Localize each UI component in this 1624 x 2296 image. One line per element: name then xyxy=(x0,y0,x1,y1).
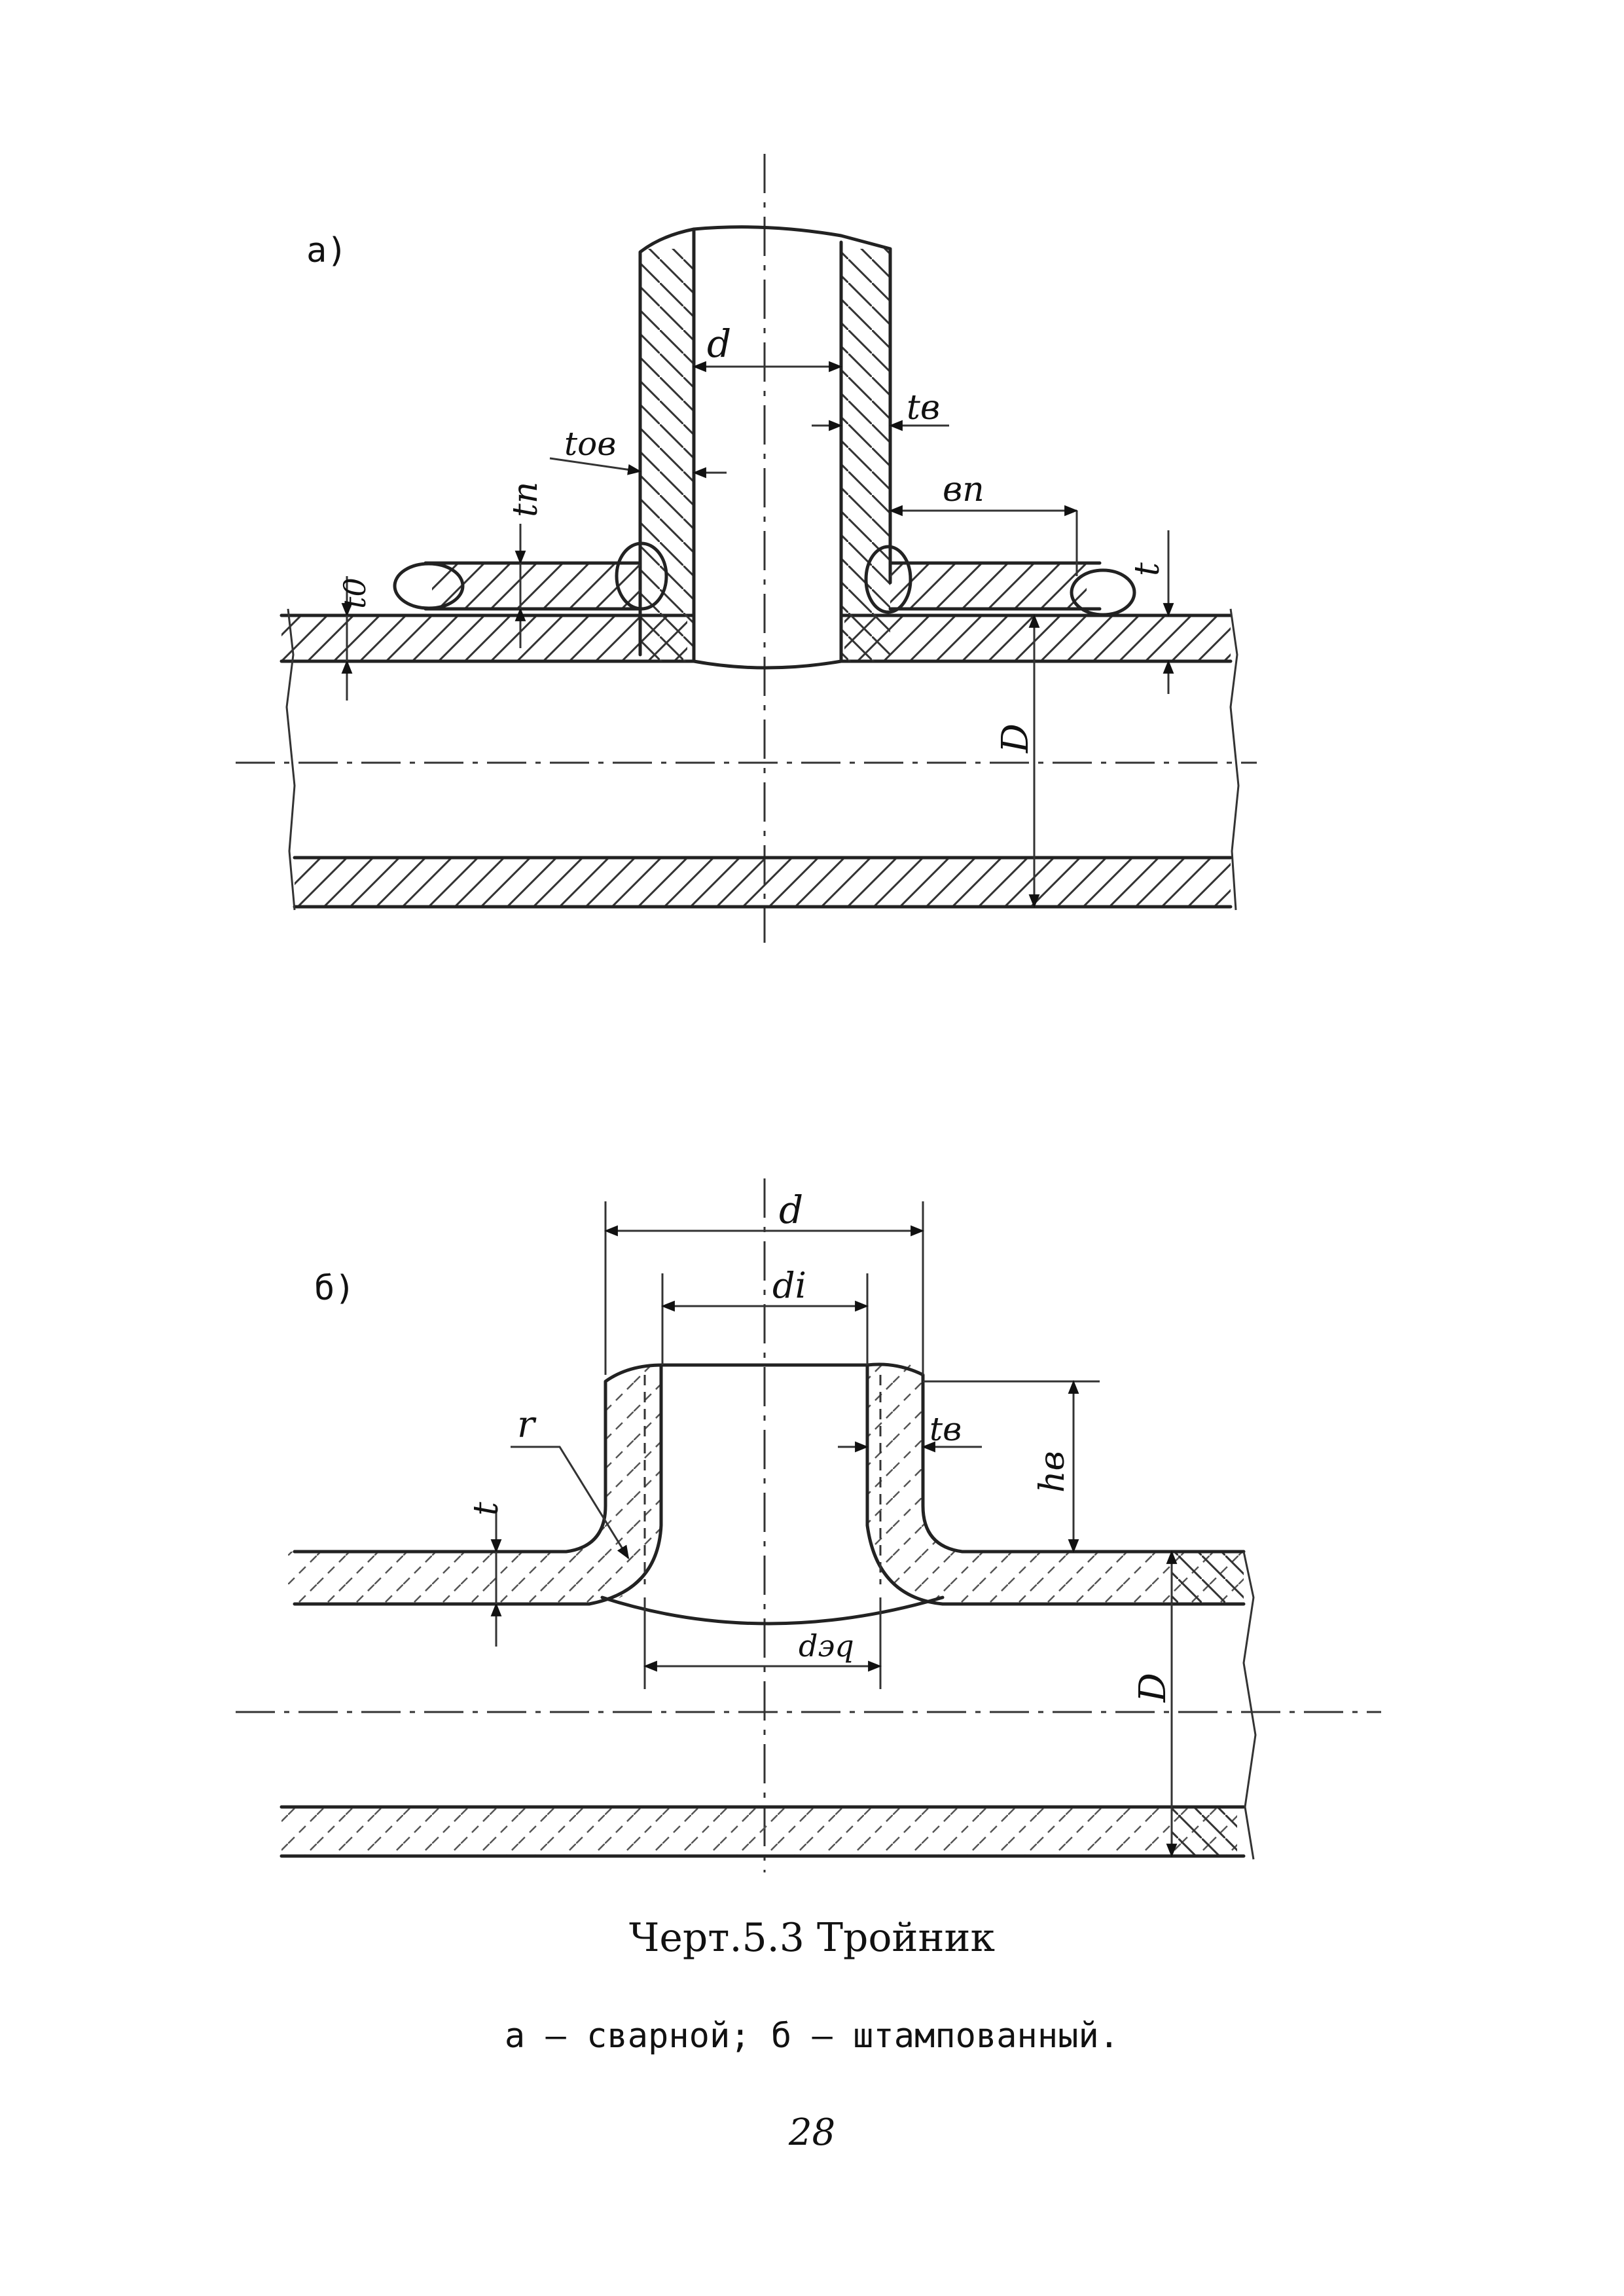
dim-hb-label: hв xyxy=(1033,1451,1072,1493)
dim-di-label: di xyxy=(772,1265,806,1306)
dim-t-label: t xyxy=(1128,562,1167,576)
dim-r-label: r xyxy=(517,1404,537,1446)
weld-bead-branch-left xyxy=(615,541,668,611)
dim-tn-label: tп xyxy=(506,482,545,517)
weld-bead-branch-right xyxy=(864,545,912,614)
figure-a: а) xyxy=(236,154,1257,943)
figure-b: б) d di xyxy=(236,1178,1381,1872)
formed-wall-left xyxy=(288,1365,661,1604)
weld-bead-pad-left xyxy=(393,562,465,610)
dim-tb-label-b: tв xyxy=(929,1410,962,1448)
dim-tob-label: tов xyxy=(564,425,616,463)
figure-caption-title: Черт.5.3 Тройник xyxy=(628,1915,996,1961)
dim-d-label-b: d xyxy=(779,1188,803,1232)
reinforcing-pad-right xyxy=(890,563,1087,609)
dim-D-label-b: D xyxy=(1132,1673,1174,1703)
dim-deq-label: dэq xyxy=(799,1628,854,1664)
dim-t-label-b: t xyxy=(467,1502,506,1516)
figure-caption-subtitle: а – сварной; б – штампованный. xyxy=(504,2016,1120,2056)
dim-D-label: D xyxy=(994,723,1037,754)
pipe-break-right-b xyxy=(1242,1551,1257,1860)
figure-b-label: б) xyxy=(314,1269,355,1308)
branch-wall-right xyxy=(841,249,890,661)
main-pipe-bottom-wall xyxy=(295,858,1231,907)
figure-a-label: а) xyxy=(306,231,348,270)
pipe-break-left xyxy=(285,608,296,911)
dim-tb-label: tв xyxy=(907,388,940,428)
main-pipe-top-wall-right xyxy=(844,615,1231,661)
pipe-break-right xyxy=(1229,608,1240,911)
reinforcing-pad-left xyxy=(432,563,640,609)
dim-r-leader xyxy=(511,1446,630,1559)
main-pipe-bottom-wall-b xyxy=(281,1807,1237,1856)
weld-bead-pad-right xyxy=(1070,568,1136,617)
dim-t0-label: t0 xyxy=(337,577,372,609)
page-number: 28 xyxy=(788,2111,836,2154)
main-pipe-top-wall-left xyxy=(281,615,687,661)
dim-d-label: d xyxy=(707,321,731,366)
branch-wall-left xyxy=(640,249,694,661)
dim-bn-label: вп xyxy=(943,470,984,509)
